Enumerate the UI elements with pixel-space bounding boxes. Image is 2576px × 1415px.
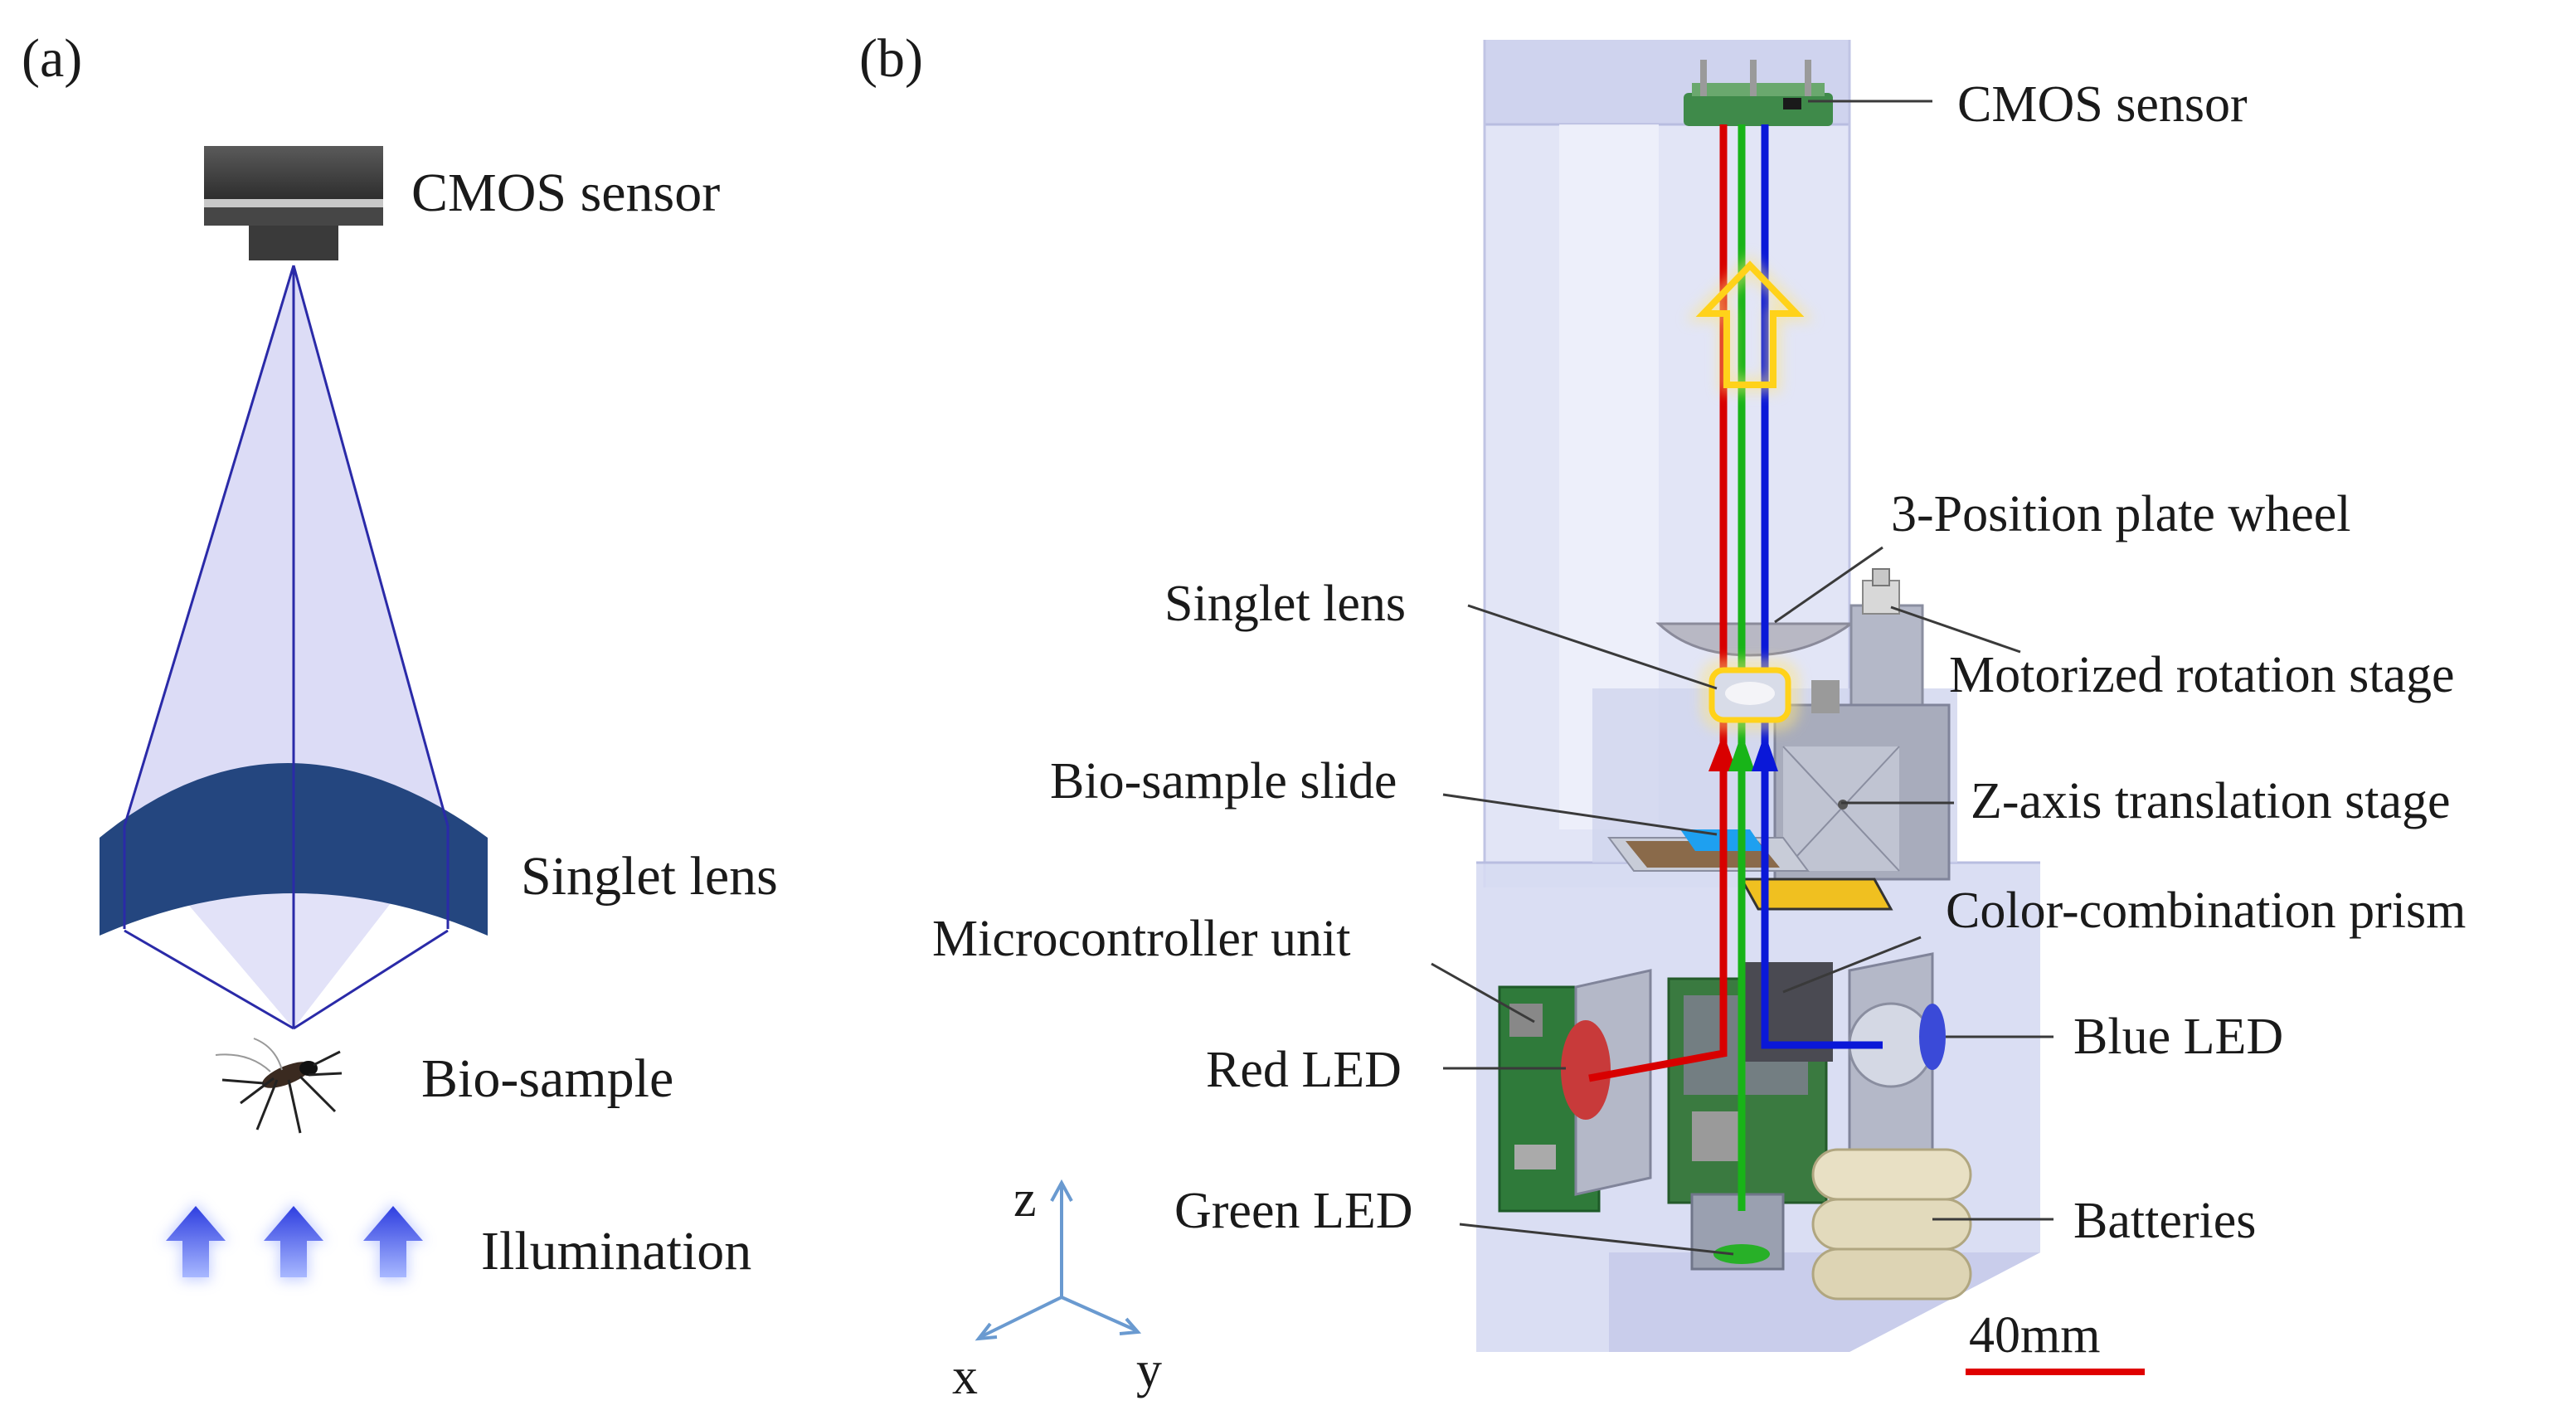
- prism-label: Color-combination prism: [1946, 883, 2466, 939]
- singlet-lens-label-b: Singlet lens: [1164, 576, 1406, 632]
- panel-a: (a) CMOS sensor Singlet lens: [22, 28, 778, 1281]
- rotation-stage-label: Motorized rotation stage: [1949, 647, 2455, 703]
- red-led-label: Red LED: [1206, 1042, 1402, 1098]
- battery-pack: [1811, 1148, 1972, 1301]
- axis-x-label: x: [952, 1349, 978, 1405]
- coordinate-axes: [975, 1179, 1142, 1341]
- rotation-stage: [1849, 568, 1924, 715]
- cmos-sensor-label-b: CMOS sensor: [1957, 76, 2248, 133]
- singlet-lens-highlight: [1702, 660, 1798, 730]
- illumination-arrows: [163, 1203, 426, 1281]
- red-led-icon: [1561, 1020, 1611, 1120]
- led-modules: [1498, 952, 1946, 1271]
- green-led-label: Green LED: [1174, 1183, 1412, 1239]
- cmos-sensor-board: [1684, 60, 1833, 126]
- scale-bar-label: 40mm: [1969, 1307, 2100, 1364]
- axis-z-label: z: [1013, 1171, 1037, 1228]
- axis-y-label: y: [1136, 1342, 1162, 1398]
- bio-sample-label: Bio-sample: [421, 1048, 673, 1109]
- cmos-sensor-icon: [204, 146, 383, 260]
- plate-wheel: [1655, 622, 1855, 657]
- singlet-lens-label: Singlet lens: [521, 846, 778, 907]
- illumination-arrow-icon: [264, 1206, 323, 1277]
- illumination-arrow-icon: [166, 1206, 226, 1277]
- plate-wheel-label: 3-Position plate wheel: [1891, 486, 2350, 542]
- blue-beam: [1761, 124, 1883, 1049]
- blue-led-icon: [1919, 1004, 1946, 1070]
- beam-arrowheads: [1708, 733, 1778, 771]
- ray-lines: [123, 265, 450, 1030]
- red-beam: [1588, 124, 1728, 1082]
- translation-stage-label: Z-axis translation stage: [1971, 773, 2451, 829]
- cmos-sensor-label: CMOS sensor: [411, 163, 720, 223]
- bio-sample-slide-label: Bio-sample slide: [1050, 753, 1397, 810]
- batteries-label: Batteries: [2073, 1193, 2256, 1249]
- mosquito-icon: [215, 1038, 343, 1134]
- translation-stage: [1773, 680, 1951, 881]
- panel-b-tag: (b): [859, 28, 923, 89]
- upward-arrow-icon: [1685, 255, 1815, 392]
- leader-lines: [1431, 100, 2054, 1256]
- illumination-arrow-icon: [363, 1206, 423, 1277]
- blue-led-label: Blue LED: [2073, 1009, 2283, 1065]
- green-led-icon: [1713, 1244, 1770, 1264]
- panel-a-tag: (a): [22, 28, 82, 89]
- illumination-label: Illumination: [481, 1221, 751, 1281]
- mcu-label: Microcontroller unit: [932, 911, 1350, 967]
- panel-b: (b): [859, 28, 2466, 1405]
- light-cone-upper: [124, 267, 448, 829]
